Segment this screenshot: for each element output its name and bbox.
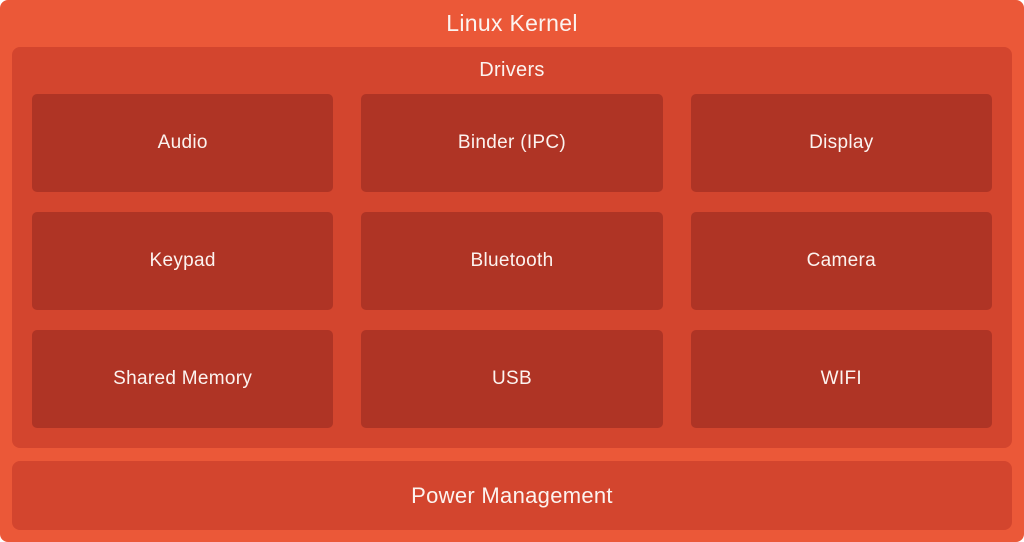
drivers-grid: Audio Binder (IPC) Display Keypad Blueto… xyxy=(32,94,992,428)
driver-box-binder-ipc: Binder (IPC) xyxy=(361,94,663,192)
linux-kernel-title: Linux Kernel xyxy=(446,10,578,36)
drivers-panel: Drivers Audio Binder (IPC) Display Keypa… xyxy=(12,47,1012,448)
driver-box-usb: USB xyxy=(361,330,663,428)
driver-box-keypad: Keypad xyxy=(32,212,334,310)
driver-box-shared-memory: Shared Memory xyxy=(32,330,334,428)
power-management-bar: Power Management xyxy=(12,461,1012,530)
driver-box-camera: Camera xyxy=(690,212,992,310)
driver-box-bluetooth: Bluetooth xyxy=(361,212,663,310)
driver-box-audio: Audio xyxy=(32,94,334,192)
driver-box-display: Display xyxy=(690,94,992,192)
driver-box-wifi: WIFI xyxy=(690,330,992,428)
drivers-panel-title: Drivers xyxy=(479,59,545,81)
